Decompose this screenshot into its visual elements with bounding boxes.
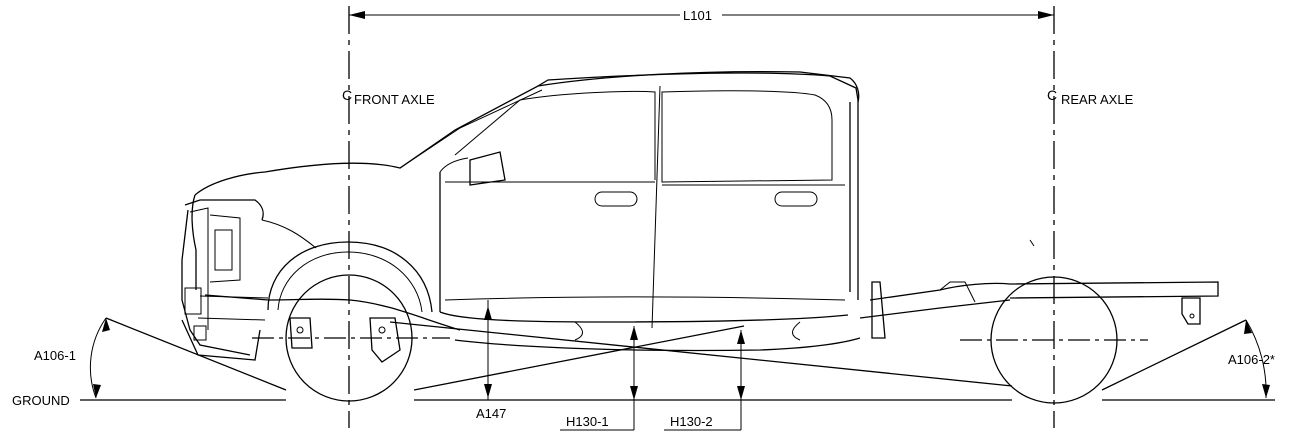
front-axle-cl-symbol: C [342,87,352,103]
ground-label: GROUND [12,393,70,408]
breakover-angle-label: A147 [476,406,506,421]
rear-axle-label: C REAR AXLE [1047,87,1134,107]
front-axle-label: C FRONT AXLE [342,87,435,107]
l101-dimension: L101 [349,8,1054,23]
ground-line: GROUND [12,393,1275,408]
ground-clearance-1-label: H130-1 [566,414,609,429]
approach-angle-dimension: A106-1 [34,317,287,399]
rear-axle-text: REAR AXLE [1061,92,1134,107]
departure-angle-dimension: A106-2* [1101,319,1275,399]
ground-clearance-2-dimension: H130-2 [664,330,745,431]
departure-angle-label: A106-2* [1228,352,1275,367]
approach-angle-label: A106-1 [34,348,76,363]
truck-body [181,70,1035,361]
front-axle-text: FRONT AXLE [354,92,435,107]
l101-label: L101 [683,8,712,23]
ground-clearance-2-label: H130-2 [670,414,713,429]
breakover-angle-dimension: A147 [389,300,1013,421]
rear-axle-cl-symbol: C [1047,87,1057,103]
ground-clearance-1-dimension: H130-1 [560,326,638,431]
